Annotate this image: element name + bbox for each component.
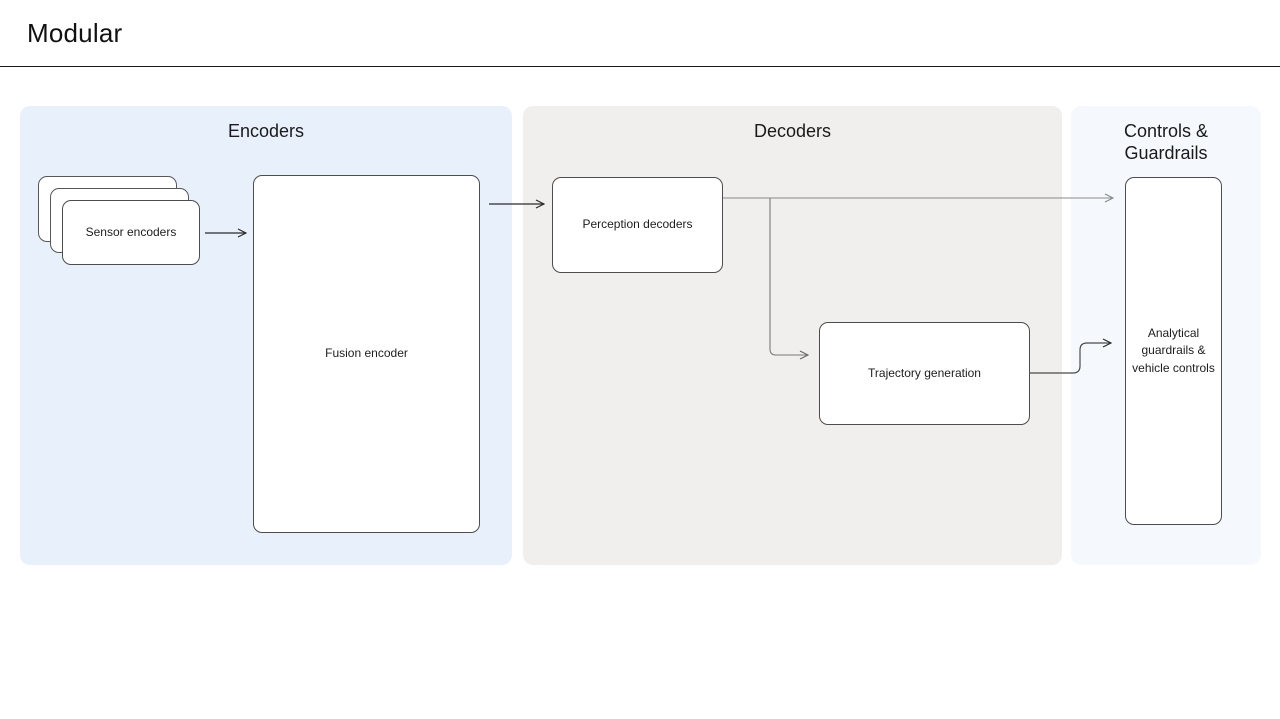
controls-guardrails-title-line2: Guardrails [1124,142,1208,163]
header-bar: Modular [0,0,1280,67]
sensor-encoders-label: Sensor encoders [85,224,177,239]
perception-decoders-node: Perception decoders [552,177,723,273]
sensor-encoders-node: Sensor encoders [62,200,200,265]
perception-decoders-label: Perception decoders [582,217,693,232]
fusion-encoder-label: Fusion encoder [325,346,408,361]
trajectory-generation-label: Trajectory generation [868,365,981,380]
controls-guardrails-title-line1: Controls & [1123,121,1209,141]
encoders-panel-title: Encoders [227,121,305,141]
decoders-panel-title: Decoders [753,121,832,141]
analytical-guardrails-vehicle-controls-node: Analytical guardrails & vehicle controls [1125,177,1222,525]
fusion-encoder-node: Fusion encoder [253,175,480,533]
trajectory-generation-node: Trajectory generation [819,322,1030,425]
analytical-guardrails-label: Analytical guardrails & vehicle controls [1132,325,1215,375]
controls-guardrails-panel-title: Controls & Guardrails [1071,121,1261,165]
page-title: Modular [27,17,123,48]
